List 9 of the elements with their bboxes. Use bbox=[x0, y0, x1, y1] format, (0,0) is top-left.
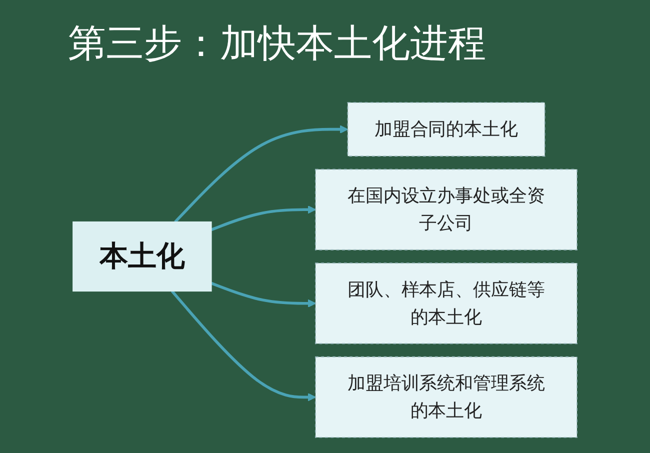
node-box: 加盟培训系统和管理系统的本土化 bbox=[315, 356, 578, 438]
node-box: 团队、样本店、供应链等的本土化 bbox=[315, 262, 578, 344]
node-box: 加盟合同的本土化 bbox=[347, 102, 546, 157]
title: 第三步：加快本土化进程 bbox=[67, 20, 487, 67]
arrow bbox=[210, 282, 316, 308]
arrow bbox=[210, 205, 316, 232]
arrow bbox=[170, 290, 316, 402]
node-box: 在国内设立办事处或全资子公司 bbox=[315, 168, 578, 250]
arrow bbox=[174, 125, 348, 223]
